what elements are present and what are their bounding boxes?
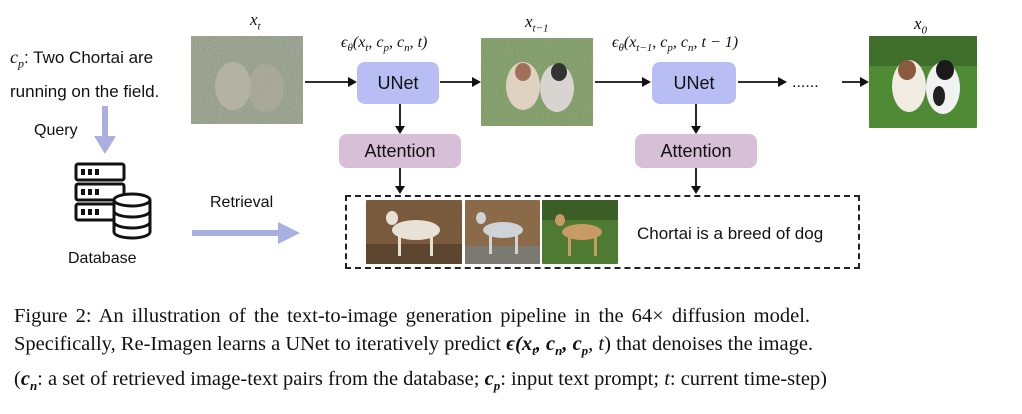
retrieval-arrow [192, 222, 300, 244]
attention-block-t: Attention [339, 134, 461, 168]
eps-step-t1: ϵθ(xt−1, cp, cn, t − 1) [612, 34, 739, 55]
final-image-x0 [869, 36, 977, 128]
eps-step-t: ϵθ(xt, cp, cn, t) [341, 34, 428, 55]
retrieved-text: Chortai is a breed of dog [637, 224, 824, 243]
retrieved-dog-image-3 [542, 200, 618, 264]
query-label: Query [34, 122, 78, 139]
retrieved-dog-image-1 [366, 200, 462, 264]
xt-label: xt [250, 10, 261, 33]
retrieved-pairs-box [345, 195, 860, 269]
noisy-image-xt [191, 36, 303, 124]
denoised-image-xt1 [481, 38, 593, 126]
vertical-arrows-1 [395, 104, 405, 194]
unet-block-t1: UNet [652, 62, 736, 104]
unet-block-t: UNet [357, 62, 439, 104]
attention-block-t1: Attention [635, 134, 757, 168]
database-icon [74, 162, 152, 240]
caption-line-1: Figure 2: An illustration of the text-to… [14, 305, 811, 327]
caption-line-3: (cn: a set of retrieved image-text pairs… [14, 368, 827, 394]
figure-caption: Figure 2: An illustration of the text-to… [14, 302, 1014, 400]
retrieved-dog-image-2 [465, 200, 540, 264]
xt1-label: xt−1 [525, 12, 549, 35]
x0-label: x0 [914, 14, 928, 37]
database-label: Database [68, 250, 137, 267]
prompt-text: cp: Two Chortai are running on the field… [10, 47, 160, 101]
ellipsis: ...... [792, 74, 819, 91]
retrieval-label: Retrieval [210, 194, 274, 211]
query-arrow [94, 106, 116, 154]
caption-line-2: Specifically, Re-Imagen learns a UNet to… [14, 333, 814, 359]
prompt-var: cp [10, 47, 24, 71]
vertical-arrows-2 [691, 104, 701, 194]
flow-arrows [305, 77, 869, 87]
